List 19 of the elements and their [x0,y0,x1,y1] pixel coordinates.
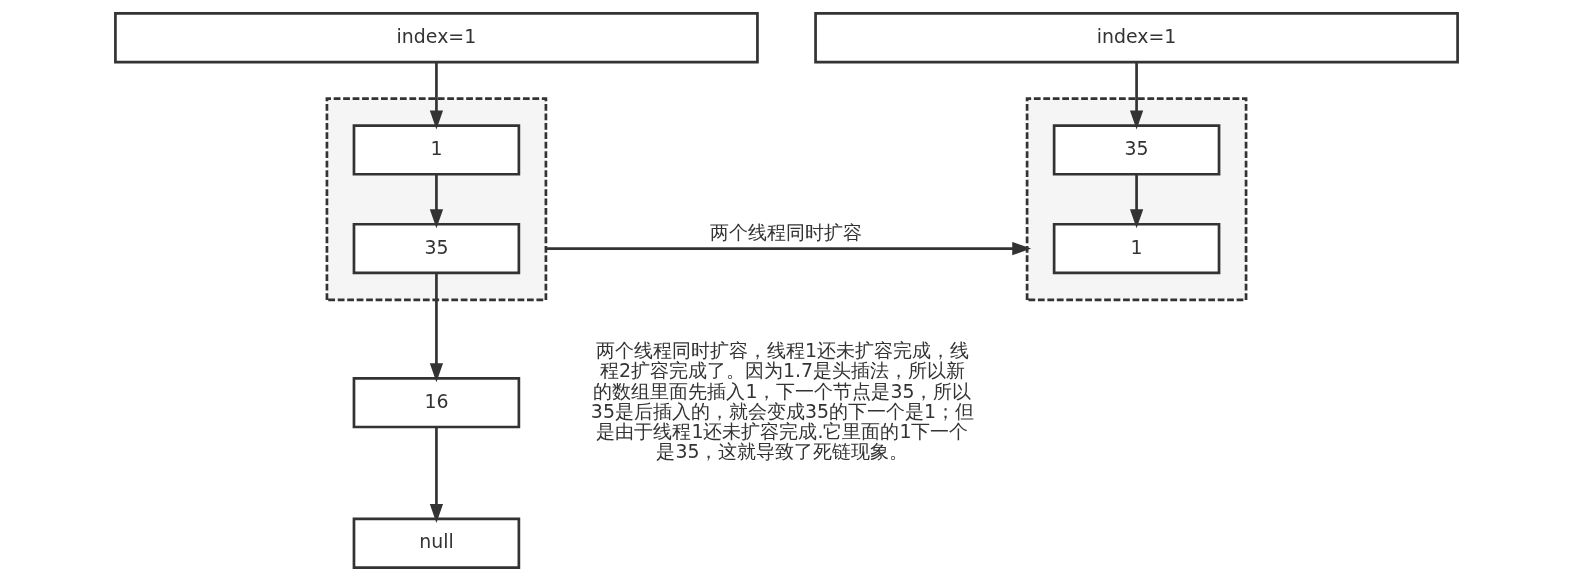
arrow [429,62,443,130]
arrow [429,427,443,523]
arrow [545,241,1031,256]
node-box: 1 [1052,222,1220,275]
cluster [325,97,547,302]
node-box: null [352,517,520,569]
node-box: 16 [352,377,520,429]
node-box: 35 [352,222,520,275]
arrow [429,272,443,383]
arrow [1129,62,1143,130]
node-box: index=1 [813,12,1459,64]
cluster [1025,97,1247,302]
label: 两个线程同时扩容，线程1还未扩容完成，线程2扩容完成了。因为1.7是头插法，所以新的数组里面先插入1，下一个节点是35，所以35是后插入的，就会变成35的下一个是1；但是由于线程1还未扩容完成.它里面的1下一个是35，这就导致了死链现象。 [590,339,974,463]
node-box: index=1 [113,12,759,64]
node-box: 35 [1052,124,1220,176]
node-box: 1 [352,124,520,176]
arrow [1129,174,1143,229]
arrow [429,174,443,229]
edge-label: 两个线程同时扩容 [710,221,862,244]
